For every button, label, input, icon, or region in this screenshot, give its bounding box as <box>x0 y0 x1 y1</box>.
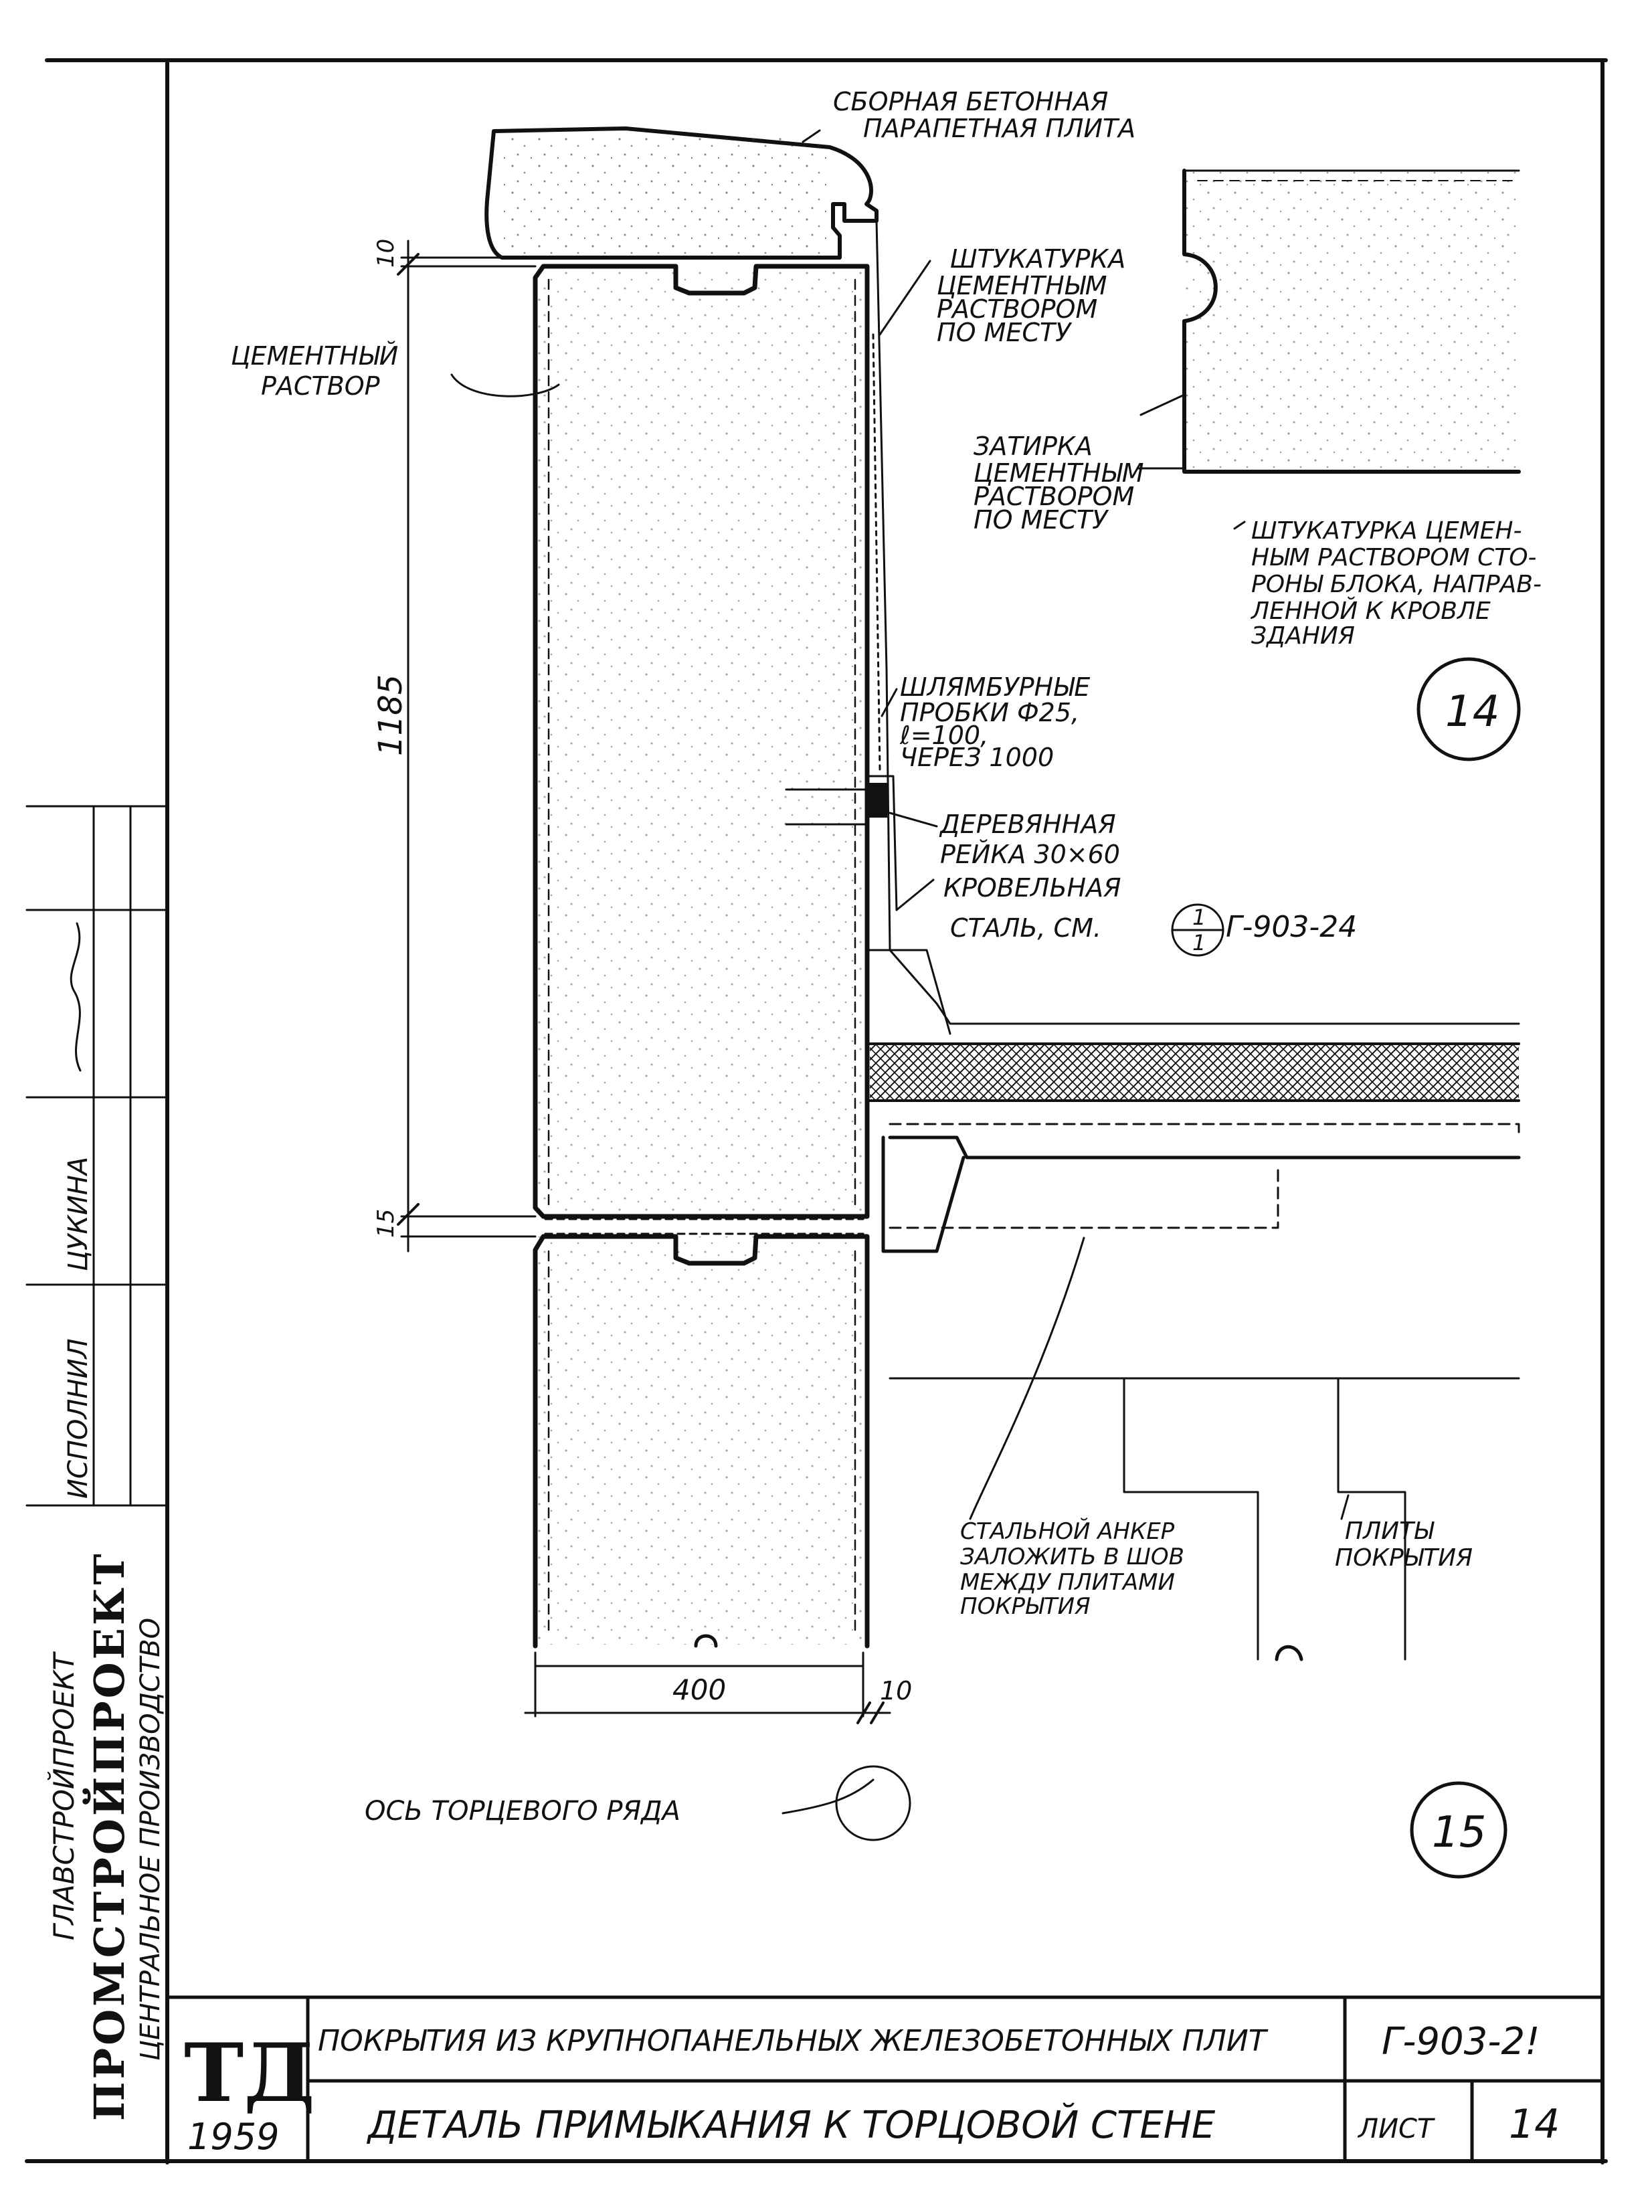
block-plaster-3: РОНЫ БЛОКА, НАПРАВ- <box>1251 571 1542 598</box>
title-block: ТД 1959 ПОКРЫТИЯ ИЗ КРУПНОПАНЕЛЬНЫХ ЖЕЛЕ… <box>165 1995 1604 2163</box>
detail-15-number: 15 <box>1432 1808 1486 1857</box>
mortar-label-2: РАСТВОР <box>261 371 380 401</box>
flashing <box>867 219 1520 1035</box>
parapet-slab <box>484 126 879 260</box>
plugs-label-3: ℓ=100, <box>899 721 988 750</box>
wood-strip <box>868 783 887 818</box>
org-line3: ЦЕНТРАЛЬНОЕ ПРОИЗВОДСТВО <box>135 1618 166 2061</box>
detail-15-circle <box>1410 1781 1507 1879</box>
plaster-label-4: ПО МЕСТУ <box>937 318 1073 347</box>
rubbing-label-2: ЦЕМЕНТНЫМ <box>974 458 1144 488</box>
plaster-label-1: ШТУКАТУРКА <box>950 244 1125 274</box>
org-name: ПРОМСТРОЙПРОЕКТ <box>82 1552 134 2121</box>
plugs-label-4: ЧЕРЕЗ 1000 <box>900 743 1054 772</box>
rubbing-label-4: ПО МЕСТУ <box>974 505 1109 535</box>
role-label: ИСПОЛНИЛ <box>63 1338 94 1499</box>
dim-bottom-gap: 15 <box>373 1209 399 1238</box>
rubbing-label-1: ЗАТИРКА <box>974 432 1093 461</box>
sheet-frame <box>25 58 1608 2164</box>
detail-14-section: 14 <box>1136 169 1521 761</box>
steel-label-1: КРОВЕЛЬНАЯ <box>943 873 1121 903</box>
block-plaster-4: ЛЕННОЙ К КРОВЛЕ <box>1250 597 1491 625</box>
rubbing-label-3: РАСТВОРОМ <box>974 482 1134 511</box>
parapet-label-2: ПАРАПЕТНАЯ ПЛИТА <box>863 114 1135 143</box>
signature <box>70 922 82 1072</box>
dim-top-gap: 10 <box>373 239 399 268</box>
org-line1: ГЛАВСТРОЙПРОЕКТ <box>47 1651 80 1940</box>
leaders <box>450 129 1350 1815</box>
detail-15-marker: 15 <box>835 1765 1507 1879</box>
ref-top: 1 <box>1192 905 1206 930</box>
anchor-label-4: ПОКРЫТИЯ <box>960 1593 1091 1620</box>
detail-14-number: 14 <box>1445 687 1499 737</box>
stamp-year: 1959 <box>187 2116 279 2158</box>
anchor-label-2: ЗАЛОЖИТЬ В ШОВ <box>960 1544 1184 1570</box>
wall-block-lower <box>533 1234 870 1649</box>
steel-ref: Г-903-24 <box>1226 910 1357 944</box>
wall-block-upper <box>533 264 870 1219</box>
mortar-label-1: ЦЕМЕНТНЫЙ <box>231 341 398 371</box>
drawing-subtitle: ДЕТАЛЬ ПРИМЫКАНИЯ К ТОРЦОВОЙ СТЕНЕ <box>366 2104 1216 2147</box>
dimension-lines: 1185 10 15 400 10 <box>372 239 912 1724</box>
block-plaster-1: ШТУКАТУРКА ЦЕМЕН- <box>1251 517 1522 545</box>
axis-label: ОСЬ ТОРЦЕВОГО РЯДА <box>365 1796 680 1827</box>
dim-height: 1185 <box>372 674 409 756</box>
reference-symbol: 1 1 <box>1171 903 1224 957</box>
block-plaster-5: ЗДАНИЯ <box>1251 622 1355 650</box>
mortar-joint <box>544 1218 864 1235</box>
steel-label-2: СТАЛЬ, СМ. <box>950 913 1101 943</box>
roof-layers <box>868 1042 1521 1661</box>
sheet-label: ЛИСТ <box>1357 2114 1436 2144</box>
plugs-label-1: ШЛЯМБУРНЫЕ <box>900 672 1090 702</box>
plaster-label-2: ЦЕМЕНТНЫМ <box>937 271 1107 300</box>
annotations: СБОРНАЯ БЕТОННАЯ ПАРАПЕТНАЯ ПЛИТА ЦЕМЕНТ… <box>231 87 1542 1827</box>
person-name: ЦУКИНА <box>63 1157 94 1271</box>
block-plaster-2: НЫМ РАСТВОРОМ СТО- <box>1251 544 1537 571</box>
stamp-td: ТД <box>184 2026 315 2120</box>
plaster-label-3: РАСТВОРОМ <box>937 294 1097 324</box>
dim-offset: 10 <box>880 1676 912 1706</box>
plugs-label-2: ПРОБКИ Ф25, <box>900 698 1079 727</box>
parapet-label-1: СБОРНАЯ БЕТОННАЯ <box>833 87 1108 116</box>
ref-bottom: 1 <box>1192 930 1206 955</box>
drawing-code: Г-903-2! <box>1382 2020 1540 2063</box>
axis-bubble <box>835 1765 911 1841</box>
drawing-title: ПОКРЫТИЯ ИЗ КРУПНОПАНЕЛЬНЫХ ЖЕЛЕЗОБЕТОНН… <box>318 2024 1269 2058</box>
anchor-label-1: СТАЛЬНОЙ АНКЕР <box>960 1517 1175 1545</box>
roof-slabs-label-2: ПОКРЫТИЯ <box>1335 1544 1473 1572</box>
wood-label-1: ДЕРЕВЯННАЯ <box>939 810 1116 839</box>
left-strip: ГЛАВСТРОЙПРОЕКТ ПРОМСТРОЙПРОЕКТ ЦЕНТРАЛЬ… <box>25 805 169 2121</box>
detail-14-circle <box>1416 657 1521 761</box>
dim-wall-width: 400 <box>672 1673 726 1706</box>
roof-slabs-label-1: ПЛИТЫ <box>1345 1517 1435 1545</box>
sheet-number: 14 <box>1509 2101 1560 2148</box>
wood-label-2: РЕЙКА 30×60 <box>940 840 1120 869</box>
anchor-label-3: МЕЖДУ ПЛИТАМИ <box>960 1569 1175 1596</box>
